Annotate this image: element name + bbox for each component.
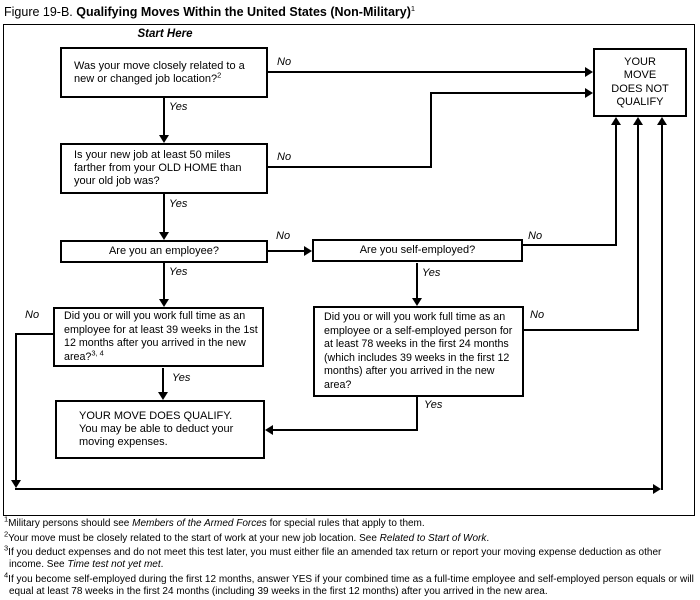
node-q2-text: Is your new job at least 50 miles farthe… bbox=[74, 149, 242, 187]
node-q5-text: Did you or will you work full time as an… bbox=[64, 310, 258, 363]
label-no-q5: No bbox=[25, 309, 40, 321]
arrowhead-q5-no-up-icon bbox=[657, 117, 667, 125]
label-no-q1: No bbox=[277, 56, 292, 68]
connector-q5-no-v2 bbox=[661, 125, 663, 490]
figure-title: Figure 19-B. Qualifying Moves Within the… bbox=[4, 5, 415, 19]
arrowhead-q1-yes-icon bbox=[159, 135, 169, 143]
dnq-line-1: YOUR bbox=[624, 55, 656, 68]
footnote-1: 1Military persons should see Members of … bbox=[4, 514, 696, 530]
label-yes-q4: Yes bbox=[422, 267, 441, 279]
node-q5-39-weeks: Did you or will you work full time as an… bbox=[53, 307, 264, 367]
connector-q2-no-h1 bbox=[268, 166, 432, 168]
connector-q3-yes bbox=[163, 263, 165, 299]
footnote-3-italic: Time test not yet met bbox=[67, 559, 161, 570]
footnote-2-post: . bbox=[486, 532, 490, 544]
figure-title-text: Qualifying Moves Within the United State… bbox=[76, 5, 411, 19]
label-yes-q3: Yes bbox=[169, 266, 188, 278]
arrowhead-q2-no-icon bbox=[585, 88, 593, 98]
footnote-2-italic: Related to Start of Work bbox=[379, 532, 487, 544]
flowchart-frame bbox=[3, 24, 695, 516]
label-yes-q6: Yes bbox=[424, 399, 443, 411]
connector-q5-no-v1 bbox=[15, 333, 17, 480]
label-yes-q1: Yes bbox=[169, 101, 188, 113]
arrowhead-q4-yes-icon bbox=[412, 298, 422, 306]
footnote-2-marker: 2 bbox=[4, 529, 9, 539]
footnote-3-post: . bbox=[160, 559, 164, 570]
footnote-4: 4If you become self-employed during the … bbox=[4, 571, 696, 598]
qualify-line-1: YOUR MOVE DOES QUALIFY. bbox=[79, 410, 233, 422]
arrowhead-q1-no-icon bbox=[585, 67, 593, 77]
node-does-qualify: YOUR MOVE DOES QUALIFY. You may be able … bbox=[55, 400, 265, 459]
connector-q2-no-h2 bbox=[430, 92, 585, 94]
node-does-not-qualify: YOUR MOVE DOES NOT QUALIFY bbox=[593, 48, 687, 117]
footnote-3-text: If you deduct expenses and do not meet t… bbox=[8, 547, 662, 570]
node-q5-footnote-marker: 3, 4 bbox=[91, 347, 104, 357]
connector-q4-no-v bbox=[615, 125, 617, 246]
connector-q3-no bbox=[268, 250, 304, 252]
title-footnote-marker: 1 bbox=[410, 3, 416, 13]
arrowhead-q2-yes-icon bbox=[159, 232, 169, 240]
arrowhead-q5-no-right-icon bbox=[653, 484, 661, 494]
label-yes-q2: Yes bbox=[169, 198, 188, 210]
arrowhead-q6-yes-icon bbox=[265, 425, 273, 435]
dnq-line-4: QUALIFY bbox=[616, 96, 664, 108]
qualify-line-2: You may be able to deduct your moving ex… bbox=[79, 423, 234, 448]
arrowhead-q4-no-icon bbox=[611, 117, 621, 125]
connector-q1-yes bbox=[163, 98, 165, 135]
node-q6-78-weeks: Did you or will you work full time as an… bbox=[313, 306, 524, 397]
footnote-3: 3If you deduct expenses and do not meet … bbox=[4, 543, 696, 571]
connector-q4-yes bbox=[416, 263, 418, 298]
footnote-1-italic: Members of the Armed Forces bbox=[132, 518, 267, 529]
connector-q2-yes bbox=[163, 194, 165, 232]
label-no-q2: No bbox=[277, 151, 292, 163]
arrowhead-q5-yes-icon bbox=[158, 392, 168, 400]
connector-q6-no-v bbox=[637, 125, 639, 331]
footnote-3-marker: 3 bbox=[4, 543, 9, 553]
label-no-q3: No bbox=[276, 230, 291, 242]
label-no-q6: No bbox=[530, 309, 545, 321]
connector-q6-yes-h bbox=[273, 429, 418, 431]
node-q2-50-miles: Is your new job at least 50 miles farthe… bbox=[60, 143, 268, 194]
footnote-4-marker: 4 bbox=[4, 570, 9, 580]
footnote-2: 2Your move must be closely related to th… bbox=[4, 530, 696, 545]
footnote-1-marker: 1 bbox=[4, 514, 9, 524]
node-q1-text: Was your move closely related to a new o… bbox=[74, 59, 245, 85]
arrowhead-q5-no-down-icon bbox=[11, 480, 21, 488]
label-no-q4: No bbox=[528, 230, 543, 242]
connector-q5-yes bbox=[162, 368, 164, 394]
figure-number: Figure 19-B. bbox=[4, 5, 73, 19]
footnote-1-text: Military persons should see bbox=[8, 518, 133, 529]
node-q6-text: Did you or will you work full time as an… bbox=[324, 311, 513, 391]
arrowhead-q6-no-icon bbox=[633, 117, 643, 125]
connector-q2-no-v bbox=[430, 92, 432, 168]
node-q3-employee: Are you an employee? bbox=[60, 240, 268, 263]
arrowhead-q3-no-icon bbox=[304, 246, 312, 256]
connector-q5-no-h2 bbox=[15, 488, 653, 490]
label-yes-q5: Yes bbox=[172, 372, 191, 384]
node-q3-text: Are you an employee? bbox=[108, 245, 220, 257]
footnote-1-post: for special rules that apply to them. bbox=[266, 518, 425, 529]
node-q4-text: Are you self-employed? bbox=[359, 244, 476, 256]
node-q1-job-location: Was your move closely related to a new o… bbox=[60, 47, 268, 98]
start-here-label: Start Here bbox=[137, 28, 193, 40]
arrowhead-q3-yes-icon bbox=[159, 299, 169, 307]
connector-q6-yes-v bbox=[416, 397, 418, 431]
dnq-line-2: MOVE bbox=[623, 69, 657, 81]
dnq-line-3: DOES NOT bbox=[611, 82, 669, 95]
connector-q1-no bbox=[268, 71, 585, 73]
footnotes: 1Military persons should see Members of … bbox=[4, 514, 696, 600]
node-q4-self-employed: Are you self-employed? bbox=[312, 239, 523, 262]
node-q1-footnote-marker: 2 bbox=[217, 69, 222, 79]
connector-q6-no-h bbox=[524, 329, 638, 331]
connector-q4-no-h bbox=[523, 244, 617, 246]
connector-q5-no-h1 bbox=[15, 333, 55, 335]
footnote-2-text: Your move must be closely related to the… bbox=[8, 532, 380, 544]
footnote-4-text: If you become self-employed during the f… bbox=[8, 573, 694, 597]
